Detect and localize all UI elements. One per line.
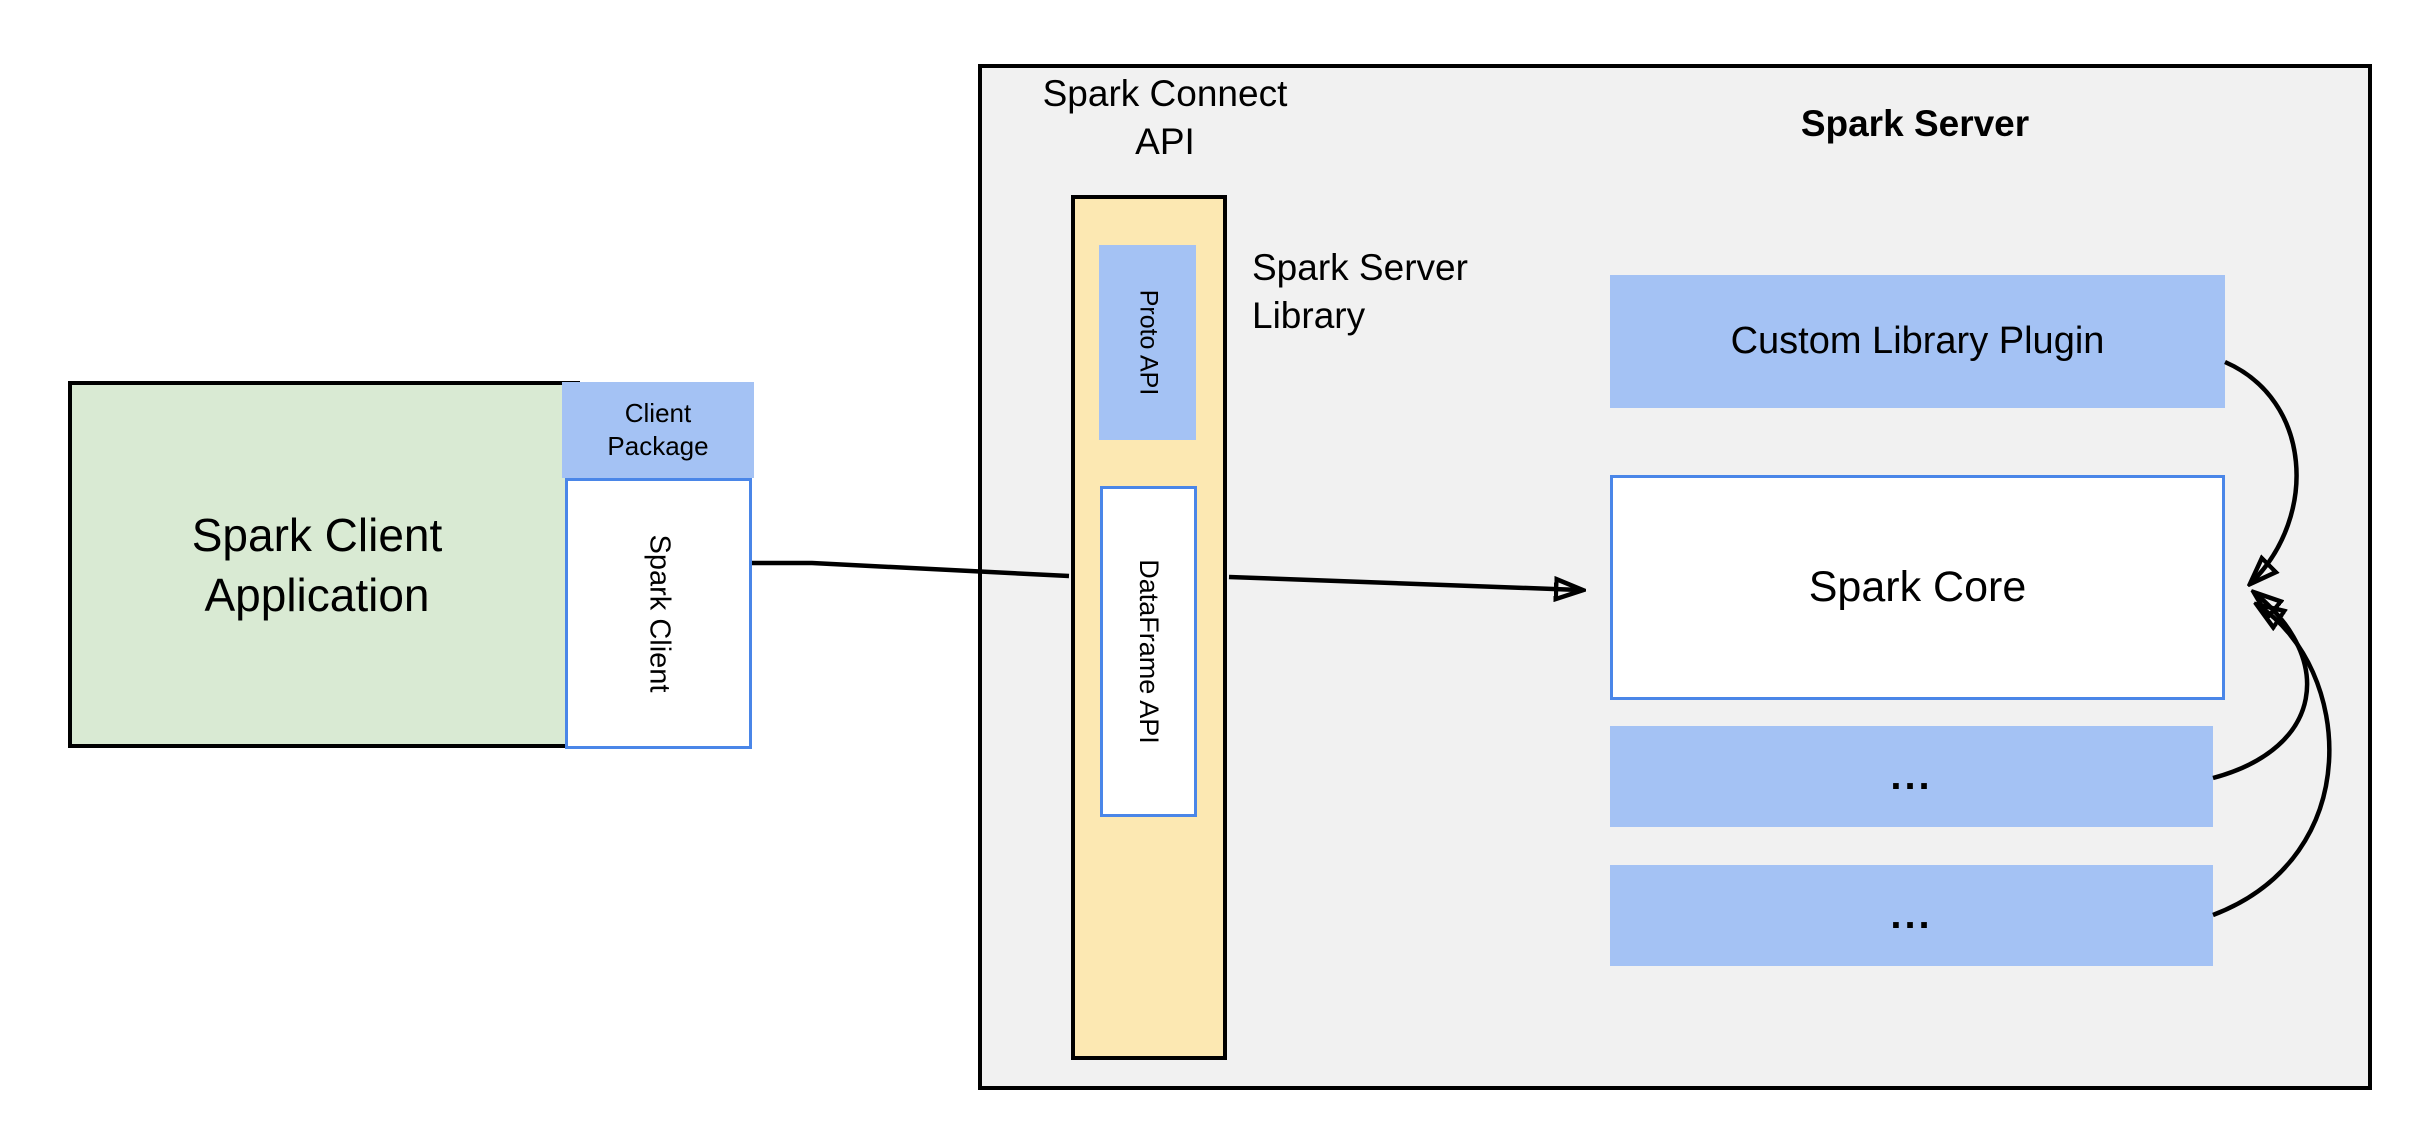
plugin-row-1-label: ... (1890, 754, 1933, 798)
spark-connect-api-label-line1: Spark Connect (1042, 73, 1288, 114)
dataframe-api-box: DataFrame API (1100, 486, 1197, 817)
spark-core-box: Spark Core (1610, 475, 2225, 700)
spark-server-library-label: Spark Server Library (1252, 244, 1582, 340)
client-package-label-line2: Package (607, 431, 709, 461)
client-package-label-line1: Client (624, 398, 692, 428)
spark-client-application-box: Spark Client Application (68, 381, 580, 748)
spark-connect-api-label-line2: API (1135, 121, 1195, 162)
client-app-label-line2: Application (204, 568, 430, 621)
client-package-box: Client Package (562, 382, 754, 478)
spark-server-title: Spark Server (1800, 103, 2030, 144)
proto-api-label: Proto API (1134, 289, 1162, 396)
spark-server-library-label-line1: Spark Server (1252, 247, 1468, 288)
proto-api-box: Proto API (1099, 245, 1196, 440)
spark-client-label: Spark Client (643, 534, 675, 693)
custom-library-plugin-label: Custom Library Plugin (1730, 320, 2105, 362)
spark-client-box: Spark Client (565, 478, 752, 749)
custom-library-plugin-box: Custom Library Plugin (1610, 275, 2225, 408)
spark-core-label: Spark Core (1808, 563, 2027, 611)
plugin-row-2: ... (1610, 865, 2213, 966)
dataframe-api-label: DataFrame API (1134, 559, 1165, 744)
spark-server-library-label-line2: Library (1252, 295, 1366, 336)
spark-connect-api-label: Spark Connect API (985, 70, 1345, 166)
plugin-row-2-label: ... (1890, 893, 1933, 937)
plugin-row-1: ... (1610, 726, 2213, 827)
client-app-label-line1: Spark Client (191, 508, 443, 561)
